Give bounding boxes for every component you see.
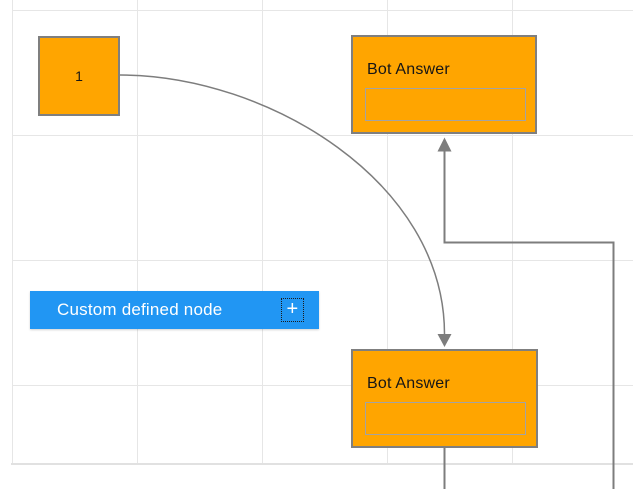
node-text-placeholder bbox=[365, 402, 526, 435]
bezier-connector[interactable] bbox=[119, 74, 452, 347]
node-custom-defined[interactable]: Custom defined node + bbox=[30, 291, 319, 329]
node-bot-answer-bottom[interactable]: Bot Answer bbox=[351, 349, 538, 448]
node-start-label: 1 bbox=[75, 68, 83, 84]
node-title: Bot Answer bbox=[367, 375, 450, 392]
node-bot-answer-top[interactable]: Bot Answer bbox=[351, 35, 537, 134]
node-title: Bot Answer bbox=[367, 61, 450, 78]
arrowhead-up-icon bbox=[437, 137, 452, 152]
arrowhead-down-icon bbox=[437, 334, 452, 347]
plus-icon: + bbox=[286, 298, 299, 320]
node-text-placeholder bbox=[365, 88, 526, 121]
grid-lines bbox=[11, 0, 633, 465]
custom-node-label: Custom defined node bbox=[57, 300, 223, 319]
add-node-button[interactable]: + bbox=[281, 298, 304, 322]
node-start[interactable]: 1 bbox=[38, 36, 120, 116]
orthogonal-connector[interactable] bbox=[437, 137, 615, 489]
